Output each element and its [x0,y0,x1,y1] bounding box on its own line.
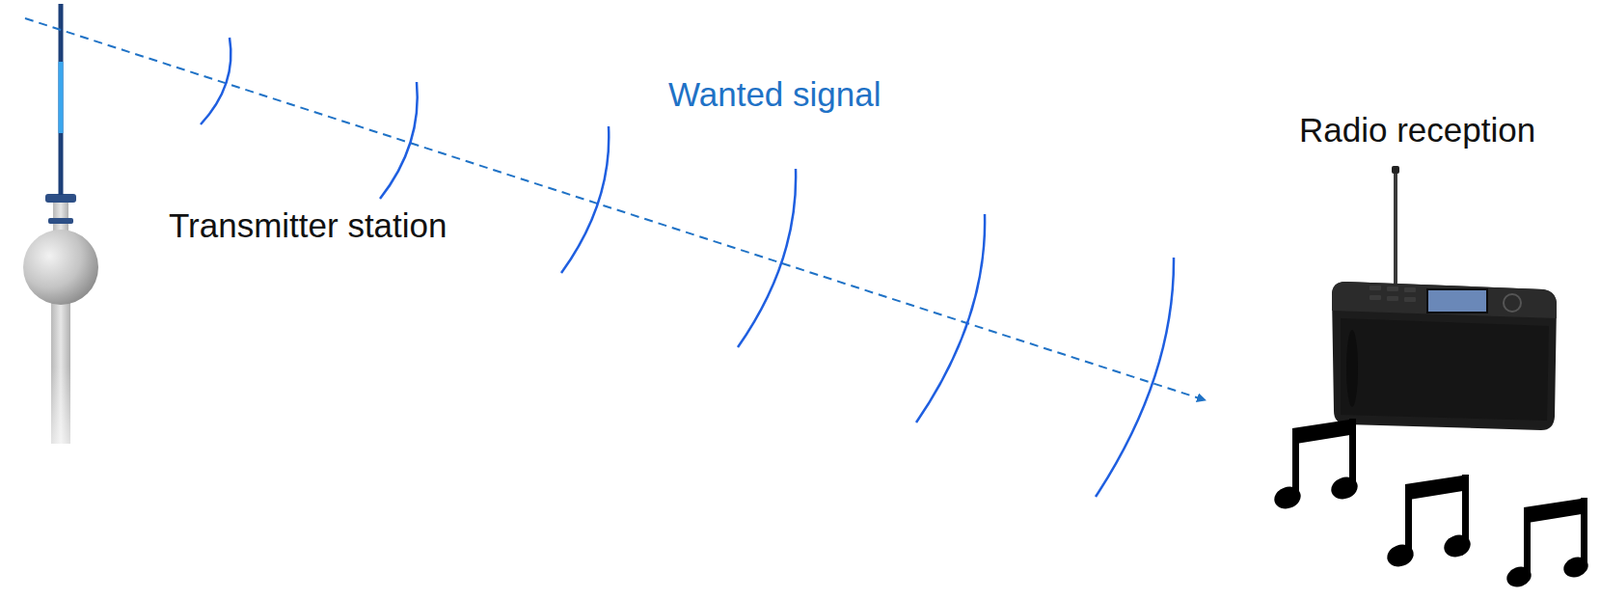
music-notes [1271,418,1592,591]
transmitter-label: Transmitter station [168,206,448,245]
receiver-label: Radio reception [1299,110,1536,150]
radio-set [1331,165,1557,431]
signal-path [25,18,1206,401]
wavefronts [200,37,1174,497]
signal-label: Wanted signal [668,75,882,114]
tv-tower [23,3,99,444]
